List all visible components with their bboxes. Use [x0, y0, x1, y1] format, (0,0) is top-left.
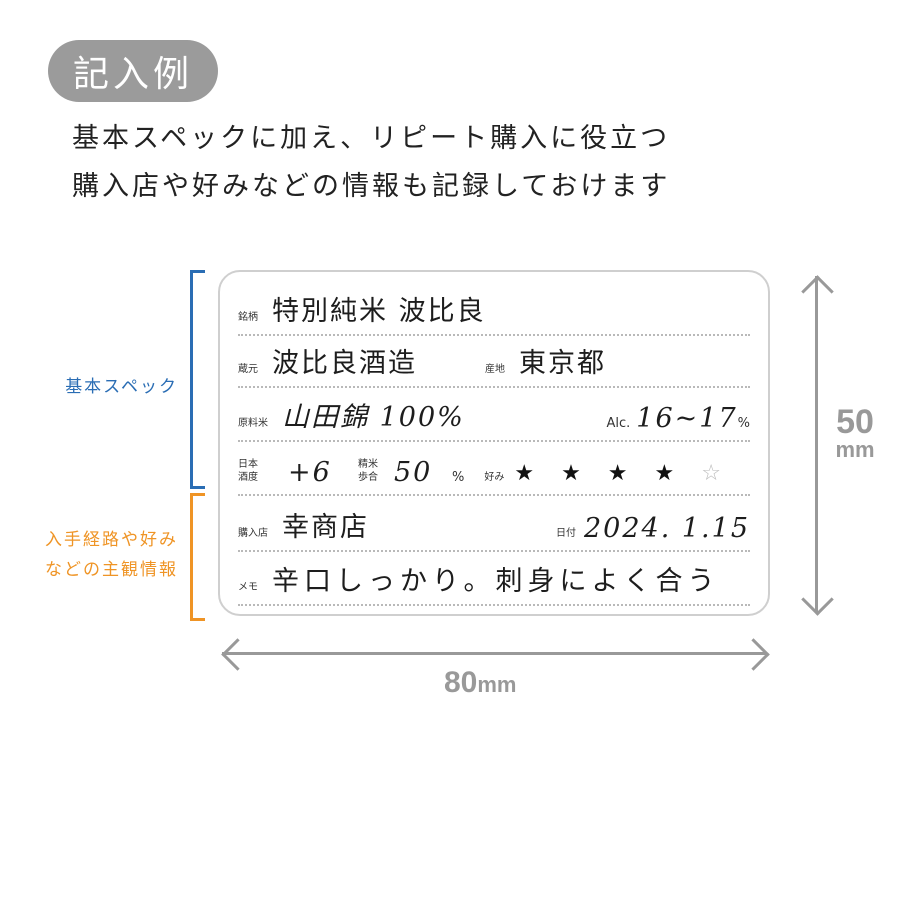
memo-label: メモ	[238, 582, 258, 593]
shop-row: 購入店 幸商店 日付 2024. 1.15	[238, 494, 750, 552]
star-empty-icon: ☆	[701, 461, 731, 486]
subjective-info-bracket	[190, 493, 205, 621]
rice-row: 原料米 山田錦 100% Alc. 16~17 %	[238, 384, 750, 442]
smv-value: +6	[288, 457, 332, 488]
brand-row: 銘柄 特別純米 波比良	[238, 278, 750, 336]
height-value: 50	[836, 403, 874, 441]
smv-label-2: 酒度	[238, 472, 258, 483]
intro-text: 基本スペックに加え、リピート購入に役立つ 購入店や好みなどの情報も記録しておけま…	[72, 115, 670, 211]
example-badge: 記入例	[48, 40, 218, 102]
memo-row: メモ 辛口しっかり。刺身によく合う	[238, 548, 750, 606]
smv-label-1: 日本	[238, 459, 258, 470]
width-unit: mm	[477, 672, 517, 697]
height-arrow-line	[815, 276, 818, 612]
brewery-label: 蔵元	[238, 364, 258, 375]
arrow-up-icon	[801, 275, 834, 308]
memo-value: 辛口しっかり。刺身によく合う	[272, 566, 720, 597]
alc-label: Alc.	[606, 416, 631, 431]
date-value: 2024. 1.15	[584, 513, 750, 544]
preference-label: 好み	[484, 472, 505, 483]
alc-value: 16~17	[636, 403, 738, 434]
basic-spec-bracket	[190, 270, 205, 489]
intro-line-2: 購入店や好みなどの情報も記録しておけます	[72, 171, 671, 202]
shop-value: 幸商店	[282, 512, 369, 543]
subjective-info-label: 入手経路や好み などの主観情報	[45, 525, 178, 585]
polish-value: 50	[394, 457, 433, 488]
brewery-value: 波比良酒造	[272, 348, 417, 379]
subjective-label-line-1: 入手経路や好み	[45, 530, 178, 550]
intro-line-1: 基本スペックに加え、リピート購入に役立つ	[72, 123, 671, 154]
arrow-down-icon	[801, 583, 834, 616]
polish-label: 精米 歩合	[358, 458, 378, 484]
alc-unit: %	[737, 416, 750, 431]
width-dimension: 80mm	[444, 666, 517, 700]
polish-label-1: 精米	[358, 459, 378, 470]
polish-label-2: 歩合	[358, 472, 378, 483]
smv-label: 日本 酒度	[238, 458, 258, 484]
height-dimension: 50 mm	[825, 405, 885, 461]
origin-value: 東京都	[519, 348, 606, 379]
shop-label: 購入店	[238, 528, 268, 539]
height-unit: mm	[835, 437, 875, 462]
specs-row: 日本 酒度 +6 精米 歩合 50 % 好み ★ ★ ★ ★ ☆	[238, 438, 750, 496]
width-arrow-line	[222, 652, 766, 655]
rice-value: 山田錦 100%	[282, 402, 465, 433]
arrow-right-icon	[737, 638, 770, 671]
subjective-label-line-2: などの主観情報	[45, 560, 178, 580]
rating-stars: ★ ★ ★ ★ ☆	[514, 461, 731, 486]
origin-label: 産地	[485, 364, 505, 375]
arrow-left-icon	[221, 638, 254, 671]
date-label: 日付	[556, 528, 576, 539]
basic-spec-label: 基本スペック	[65, 377, 178, 397]
brand-value: 特別純米 波比良	[272, 296, 486, 327]
brand-label: 銘柄	[238, 312, 258, 323]
brewery-row: 蔵元 波比良酒造 産地 東京都	[238, 330, 750, 388]
sake-label-card: 銘柄 特別純米 波比良 蔵元 波比良酒造 産地 東京都 原料米 山田錦 100%…	[218, 270, 770, 616]
polish-unit: %	[452, 470, 465, 485]
rice-label: 原料米	[238, 418, 268, 429]
star-filled-icon: ★ ★ ★ ★	[514, 461, 685, 486]
width-value: 80	[444, 666, 478, 699]
